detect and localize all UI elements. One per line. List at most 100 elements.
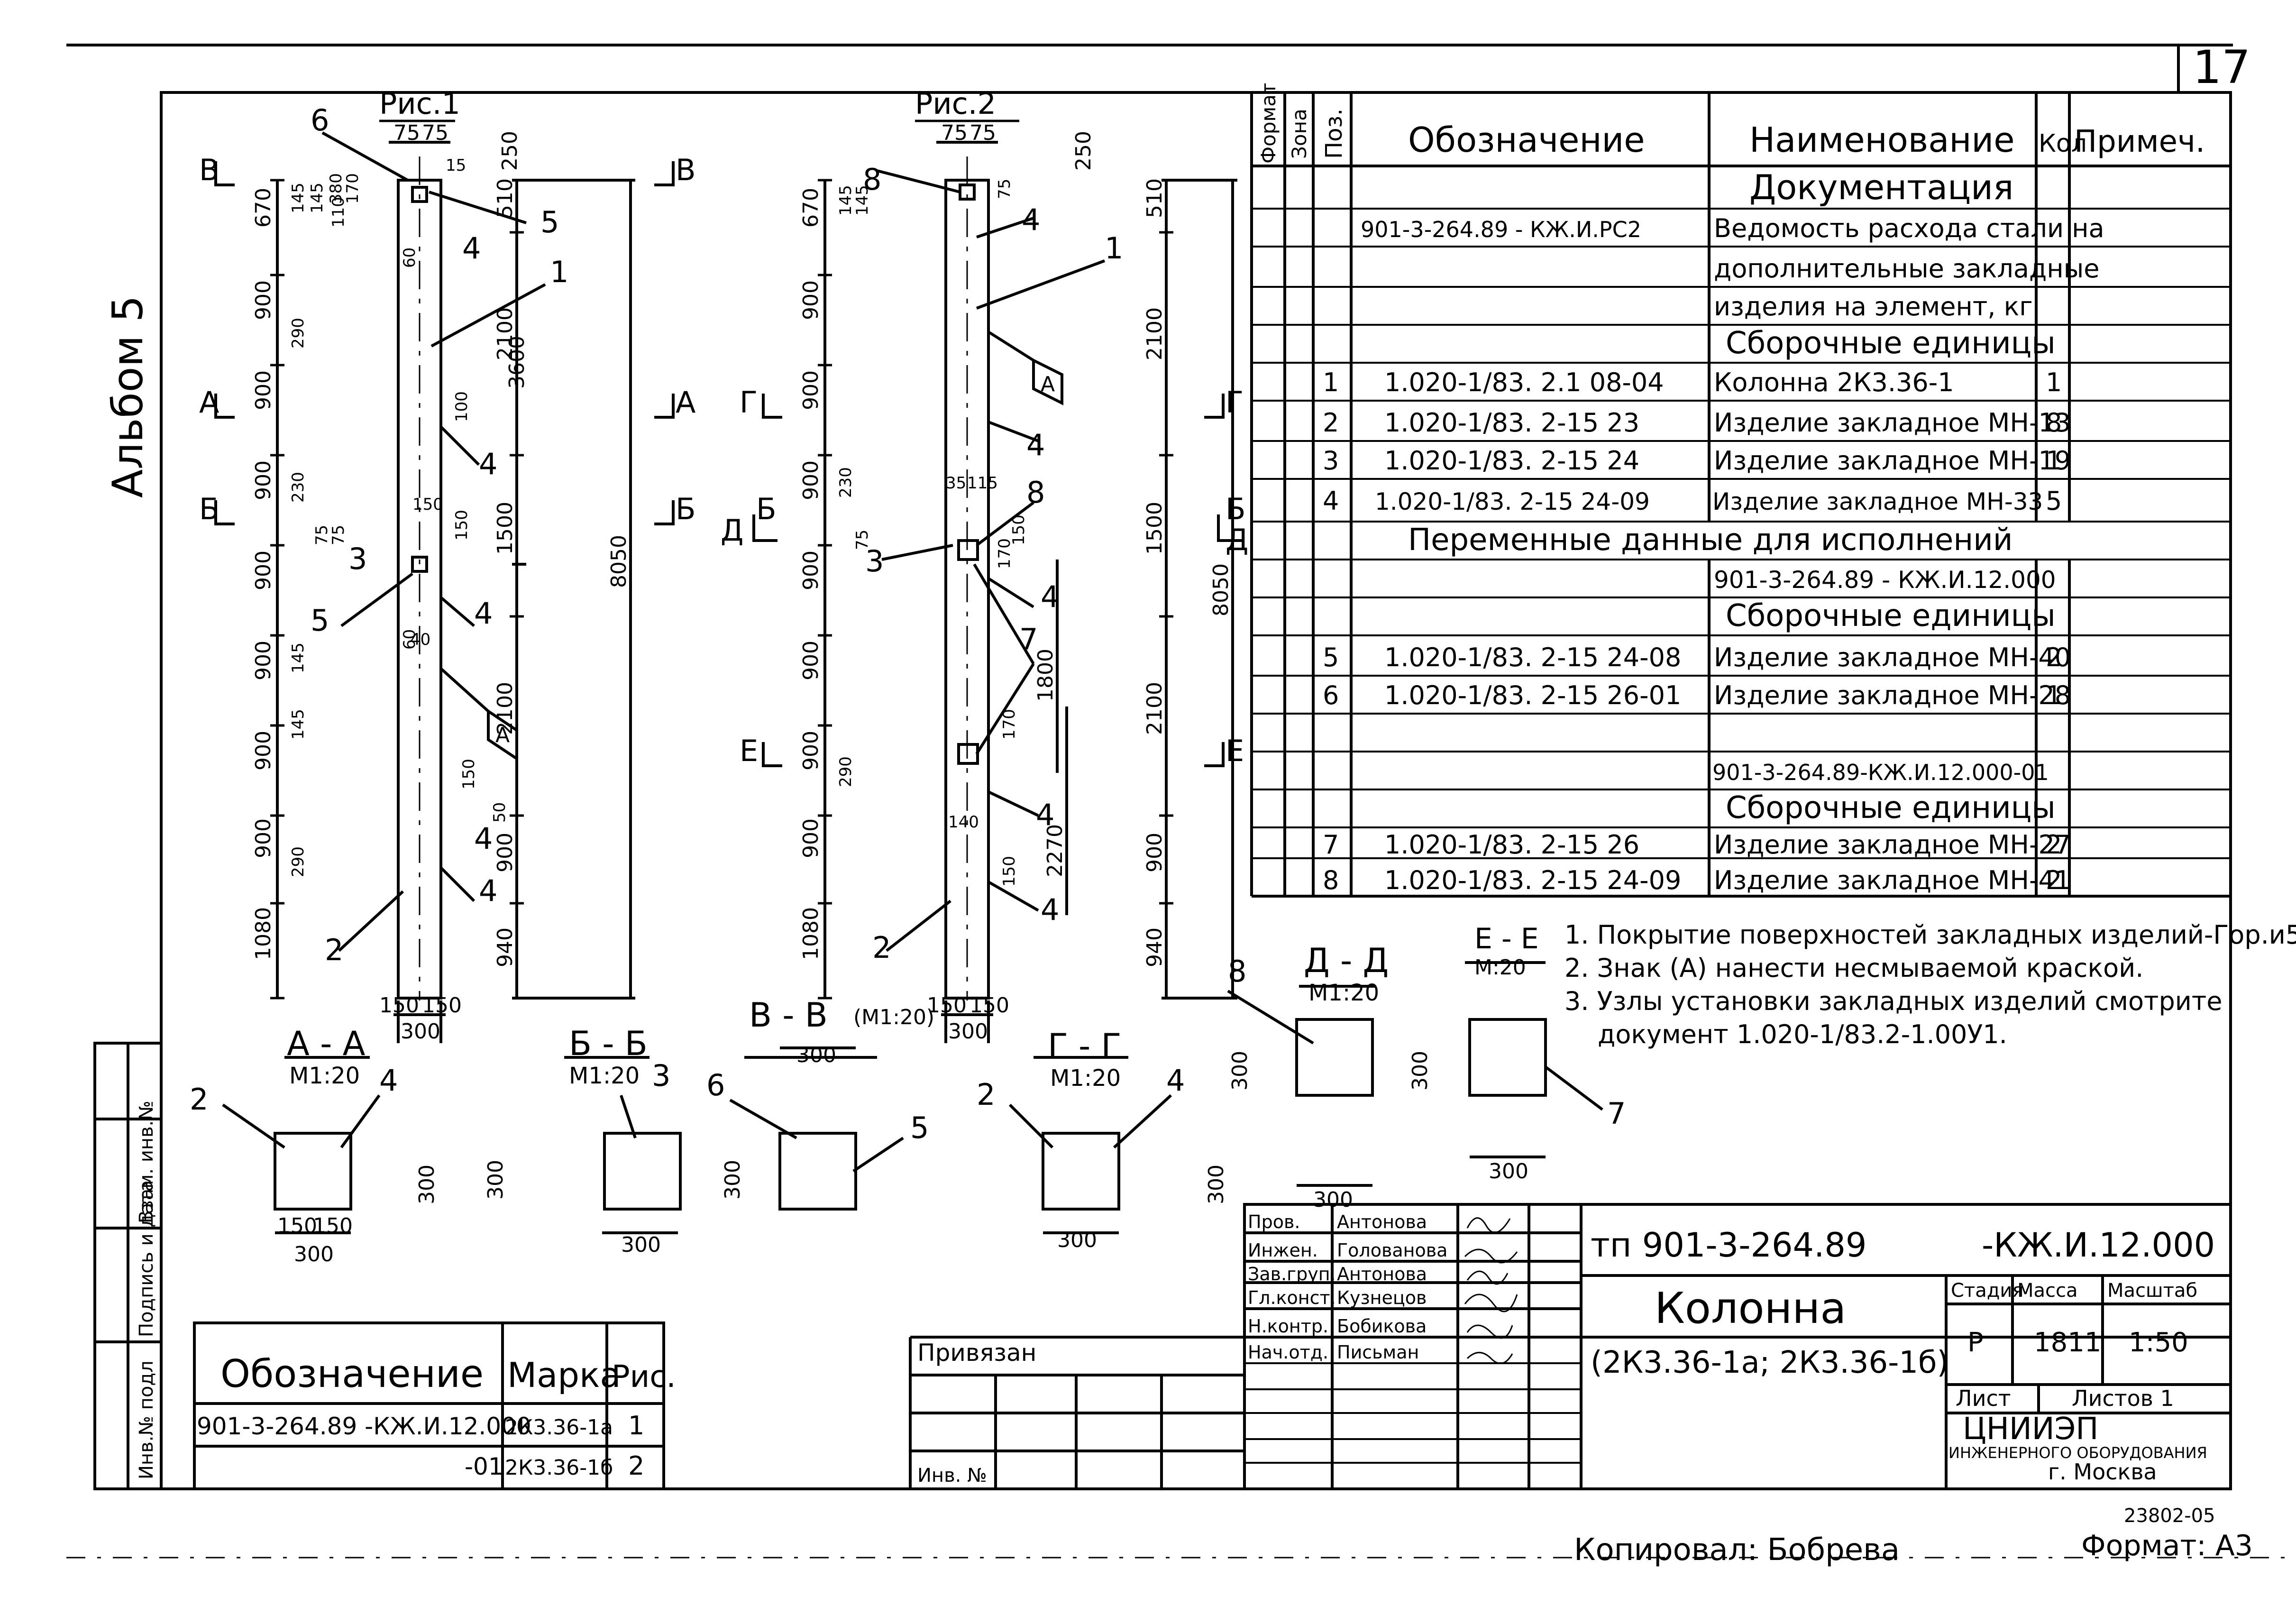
copied-by: Копировал: Бобрева [1574,1532,1900,1568]
spec-row-lines [1252,208,2231,859]
signature-role: Зав.груп. [1248,1264,1336,1285]
spec-row-designation: 1.020-1/83. 2-15 26-01 [1384,680,1681,710]
org-line1: ЦНИИЭП [1963,1412,2098,1447]
section-dim: 300 [1228,1051,1252,1091]
section-callout: 4 [1166,1063,1185,1098]
fig2-small-dim: 140 [948,813,979,832]
fig1-right-dim: 2100 [493,682,517,735]
spec-row-name: Ведомость расхода стали на [1714,213,2104,243]
fig2-right-dim: 2100 [1143,307,1167,360]
fig1-small-dim: 230 [289,472,308,503]
fig1-dim-ticks [270,179,524,1000]
spec-row-name: Изделие закладное МН-28 [1714,680,2071,710]
fig2-bottom-dim-1: 150 [927,993,967,1018]
fig1-callout: 4 [474,596,493,631]
fig1-left-dim: 900 [251,818,275,858]
fig2-small-dim: 290 [836,756,855,787]
fig1-left-dim: 900 [251,731,275,771]
handwritten-signatures [1464,1217,1518,1364]
spec-row-name: дополнительные закладные [1714,254,2100,284]
spec-row-name: Изделие закладное МН-13 [1714,408,2071,438]
fig1-mark-a: А [495,723,510,747]
fig1-small-dim: 110 [329,197,348,228]
section-callout: 7 [1607,1096,1626,1131]
marks-cell: 2 [628,1451,644,1481]
section-callout: 2 [977,1077,995,1112]
section-dim: 300 [1408,1051,1432,1091]
fig1-small-dim: 40 [410,630,430,649]
fig2-small-dim: 75 [995,179,1014,199]
section-callout: 5 [910,1110,929,1145]
fig1-small-dims: 145 145 380 170 110 290 100 230 150 75 7… [289,156,509,877]
notes: 1. Покрытие поверхностей закладных издел… [1564,920,2296,1049]
spec-row-qty: 2 [2046,642,2062,672]
fig2-small-dim: 145 [853,185,872,216]
fig1-section-mark: В [199,153,220,187]
spec-row-wide: Переменные данные для исполнений [1408,523,2012,558]
signature-role: Гл.конст. [1248,1287,1336,1308]
doc-code: -КЖ.И.12.000 [1982,1226,2215,1265]
section-title: А - А [287,1024,366,1063]
fig2-left-dims: 670 900 900 900 900 900 900 900 1080 [799,188,823,960]
signature-role: Пров. [1248,1211,1300,1232]
fig1-section-mark: Б [676,492,696,526]
section-title: Е - Е [1474,922,1539,955]
fig2-callout: 4 [1041,579,1059,614]
fig1-small-dim: 150 [459,759,478,789]
stage-label: Стадия [1951,1280,2023,1302]
section-scale: (М1:20) [853,1005,934,1029]
section-b-box [603,1132,682,1211]
spec-row-name: Сборочные единицы [1726,790,2056,826]
section-dim: 300 [484,1160,508,1200]
spec-row-designation: 1.020-1/83. 2-15 24-08 [1384,642,1681,672]
note-3: 3. Узлы установки закладных изделий смот… [1564,986,2223,1016]
fig2-total-dim: 8050 [1209,563,1233,616]
fig1-right-dim: 1500 [493,502,517,555]
fig1-right-dims: 510 2100 1500 2100 900 940 8050 3600 [493,178,631,967]
fig2-left-dim: 900 [799,641,823,680]
spec-row-pos: 7 [1323,830,1339,860]
section-dim: 300 [415,1165,439,1204]
section-dim: 300 [1057,1228,1097,1252]
fig1-small-dim: 75 [312,525,331,545]
spec-header-format: Формат [1257,83,1280,164]
fig2-small-dim: 115 [967,474,998,493]
fig2-small-dim: 150 [1000,856,1019,887]
spec-header-note: Примеч. [2074,124,2205,159]
side-stamp-inv: Инв.№ подл [136,1360,157,1479]
inv-label: Инв. № [917,1465,987,1486]
signature-name: Кузнецов [1337,1287,1427,1308]
fig1-section-mark: А [199,385,219,420]
section-dim: 300 [1489,1159,1528,1184]
spec-header-qty: Кол [2039,129,2087,158]
fig2-callout: 3 [865,544,884,578]
fig2-right-dims: 510 2100 1500 2100 900 940 8050 1800 227… [1034,178,1233,967]
figure-1: Рис.1 75 75 250 670 900 900 900 900 900 … [199,86,696,1044]
fig1-title: Рис.1 [379,86,460,121]
fig2-callout: 4 [1041,892,1059,927]
fig2-left-dim: 900 [799,460,823,500]
signature-role: Нач.отд. [1248,1342,1328,1363]
fig2-callout: 1 [1105,231,1123,266]
marks-cell: 2К3.36-1б [505,1456,613,1480]
stage-value: Р [1967,1327,1984,1358]
fig2-dim-250: 250 [1071,131,1096,171]
section-dim: 300 [294,1242,334,1266]
fig1-small-dim: 150 [412,495,443,514]
sheet-format: Формат: А3 [2081,1529,2253,1562]
fig1-callout: 1 [550,255,568,289]
section-dim: 150 [313,1214,353,1238]
fig2-callout: 2 [872,930,891,965]
note-1: 1. Покрытие поверхностей закладных издел… [1564,920,2296,950]
fig2-right-dim: 1500 [1143,502,1167,555]
section-scale: М1:20 [1308,980,1379,1006]
fig1-callout: 4 [479,447,497,481]
spec-row-designation: 901-3-264.89 - КЖ.И.РС2 [1361,217,1641,242]
spec-row-name: Изделие закладное МН-33 [1712,488,2043,515]
mass-value: 1811 [2034,1327,2102,1358]
fig1-section-mark: Б [199,492,220,526]
section-scale: М:20 [1474,955,1526,980]
fig1-small-dim: 170 [343,173,362,204]
fig1-left-dim: 900 [251,460,275,500]
fig1-small-dim: 145 [289,709,308,740]
